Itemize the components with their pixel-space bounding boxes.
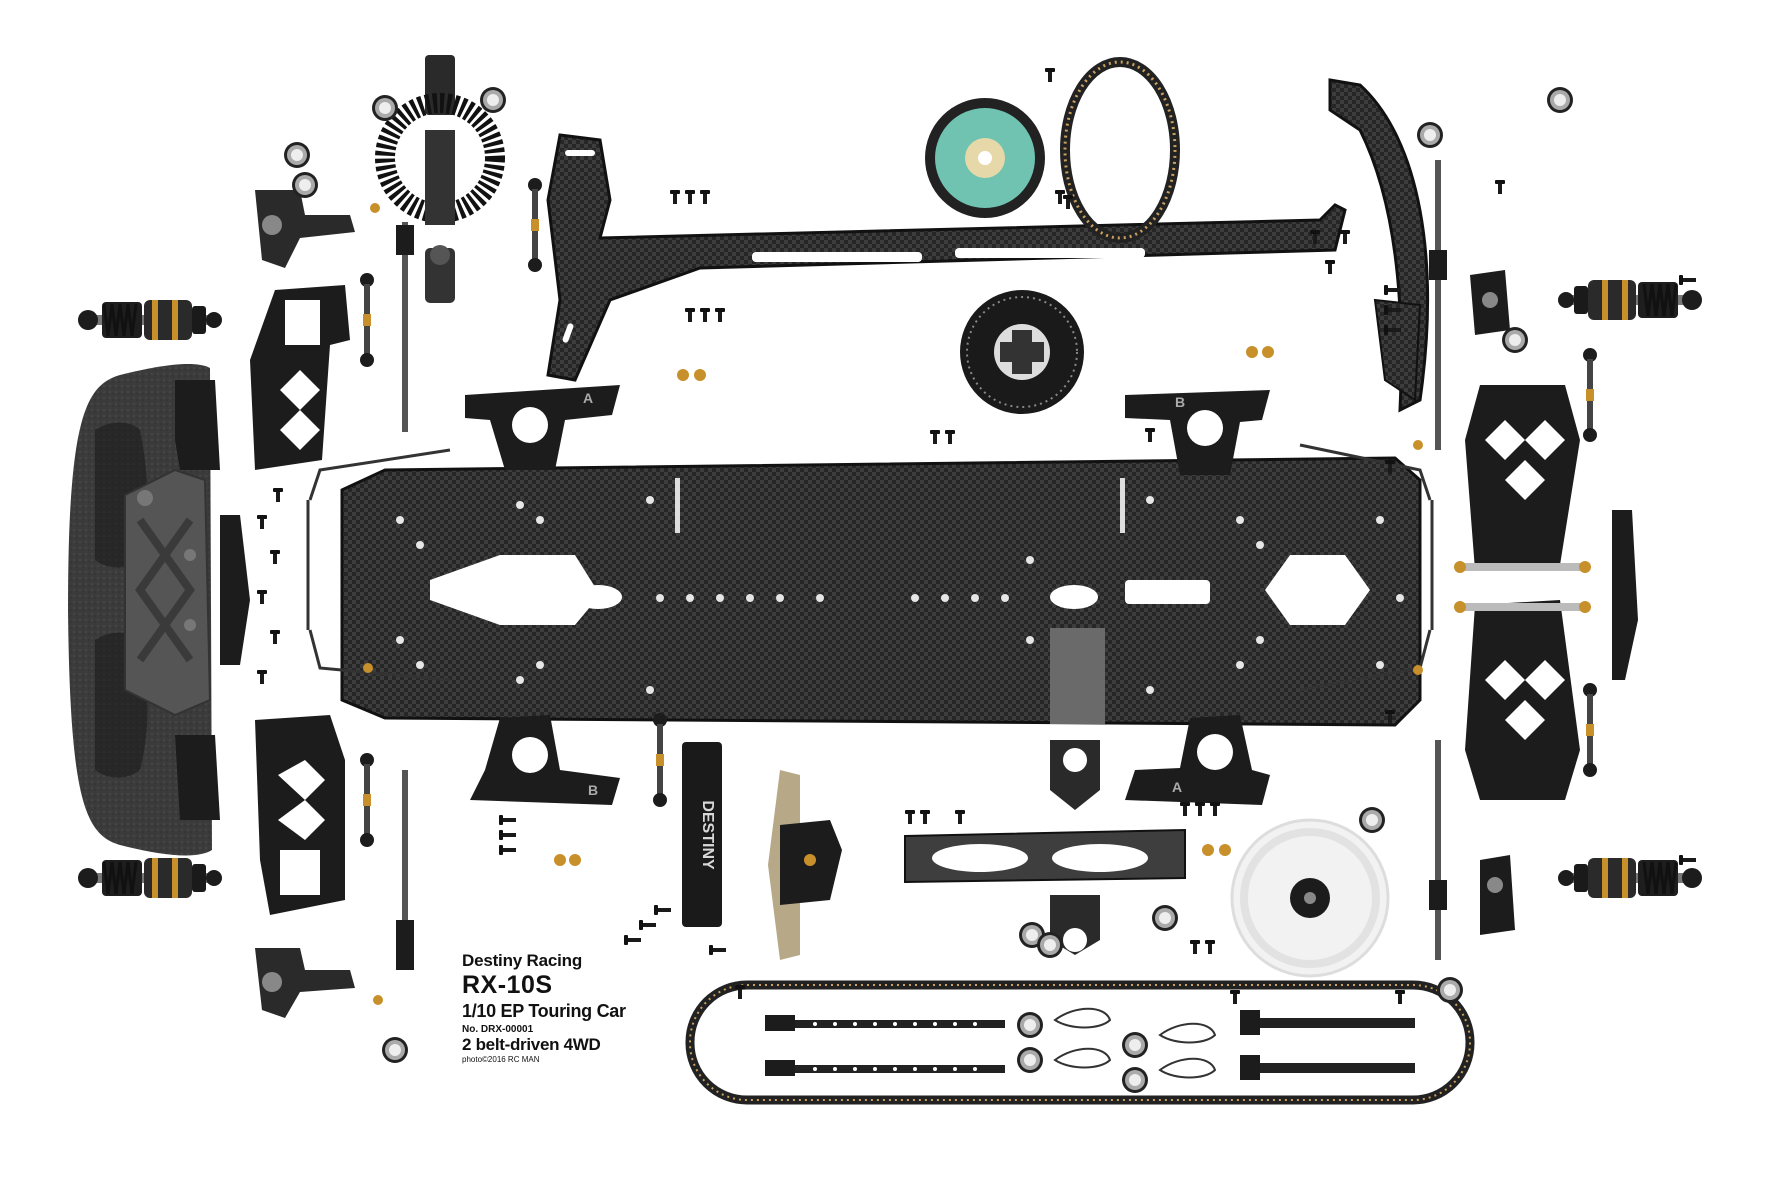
bulkhead-a-rear: A [1125,715,1270,805]
upper-deck [546,133,1347,382]
rear-side-brace [1612,510,1638,680]
body-post-1 [765,1015,1005,1031]
model-name: RX-10S [462,970,553,999]
bulkhead-b-front: B [470,715,620,805]
drive-type: 2 belt-driven 4WD [462,1034,601,1054]
front-antiroll-bar [308,448,451,682]
rear-arm-lower [1465,600,1580,800]
brand-name: Destiny Racing [462,951,583,970]
front-belt [685,980,1475,1105]
product-caption: Destiny Racing RX-10S 1/10 EP Touring Ca… [462,951,702,1064]
steering-knuckle-rl [255,948,355,1018]
body-post-2 [765,1060,1005,1076]
front-pulley-assembly [375,55,505,303]
svg-text:DESTINY: DESTINY [699,800,716,870]
steering-knuckle-fl [255,190,355,268]
rear-driveshaft-lower [1429,740,1447,960]
bulkhead-b-rear: B [1125,390,1270,475]
body-post-4 [1240,1055,1415,1080]
front-driveshaft-lower [396,770,414,970]
front-driveshaft-upper [396,222,414,432]
shock-fl [76,298,224,342]
svg-text:B: B [588,782,598,798]
body-clip [1053,1007,1217,1079]
part-number: No. DRX-00001 [462,1023,534,1035]
shock-rl [76,856,224,900]
turnbuckle [360,273,374,367]
body-post-3 [1240,1010,1415,1035]
front-side-brace [220,515,250,665]
bulkhead-a-front: A [465,385,620,470]
rear-driveshaft-upper [1429,160,1447,450]
vehicle-class: 1/10 EP Touring Car [462,1001,626,1022]
svg-text:A: A [1172,779,1182,795]
ball-studs [363,203,1423,1005]
svg-text:A: A [583,390,593,406]
rear-hub-lower [1480,855,1515,935]
destiny-logo-plate: DESTINY [682,742,722,927]
svg-text:B: B [1175,394,1185,410]
photo-credit: photo©2016 RC MAN [462,1054,540,1064]
